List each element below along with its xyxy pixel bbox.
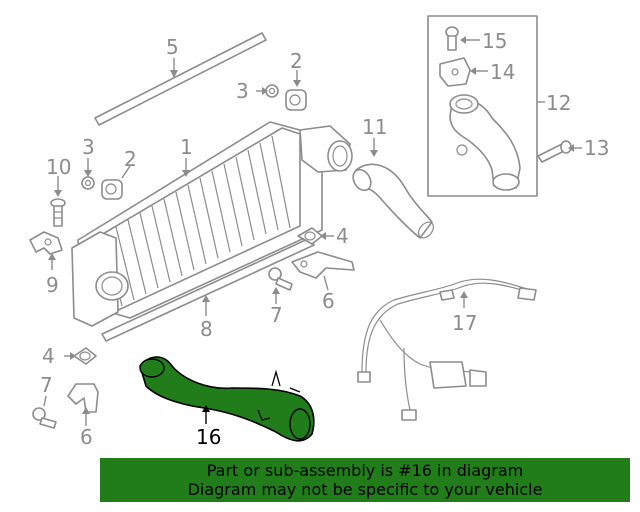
notice-banner: Part or sub-assembly is #16 in diagram D…	[100, 458, 630, 502]
part-8-seal-strip[interactable]	[101, 237, 315, 342]
part-7-bolt-lower[interactable]	[32, 407, 57, 429]
part-11-hose[interactable]	[350, 163, 437, 240]
callout-12: 12	[546, 91, 571, 115]
part-3-lower-isolator[interactable]	[81, 176, 95, 190]
notice-line-1: Part or sub-assembly is #16 in diagram	[206, 461, 524, 480]
part-17-wiring-harness[interactable]	[357, 278, 537, 421]
callout-6-lower: 6	[80, 425, 93, 449]
part-6-bracket-lower[interactable]	[67, 383, 99, 413]
callout-15: 15	[482, 29, 507, 53]
callout-labels: 5 3 2 1 3 2 10 9 8 11 4 6 7 15 14 12 13 …	[40, 29, 609, 449]
callout-3-lower: 3	[82, 135, 95, 159]
callout-10: 10	[46, 155, 71, 179]
callout-14: 14	[490, 60, 515, 84]
part-6-bracket-upper[interactable]	[291, 251, 355, 279]
callout-8: 8	[200, 317, 213, 341]
part-16-charge-air-pipe[interactable]	[139, 356, 315, 442]
part-10-bolt[interactable]	[50, 198, 66, 227]
part-15-bolt[interactable]	[445, 26, 459, 51]
callout-17: 17	[452, 311, 477, 335]
callout-7-lower: 7	[40, 373, 53, 397]
part-12-group[interactable]	[427, 15, 538, 197]
part-4-push-pin-lower[interactable]	[73, 347, 97, 365]
part-5-seal-strip[interactable]	[94, 32, 267, 126]
leader-lines	[43, 36, 582, 426]
callout-6-upper: 6	[322, 289, 335, 313]
notice-line-2: Diagram may not be specific to your vehi…	[187, 480, 543, 499]
callout-13: 13	[584, 136, 609, 160]
callout-7-upper: 7	[270, 303, 283, 327]
callout-3-upper: 3	[236, 79, 249, 103]
part-2-lower-mount[interactable]	[101, 179, 123, 200]
callout-5: 5	[166, 35, 179, 59]
part-9-bracket[interactable]	[29, 231, 63, 255]
part-1-intercooler[interactable]	[71, 121, 353, 327]
callout-4-upper: 4	[336, 224, 349, 248]
callout-11: 11	[362, 115, 387, 139]
callout-4-lower: 4	[42, 344, 55, 368]
callout-9: 9	[46, 273, 59, 297]
callout-16: 16	[196, 425, 221, 449]
part-14-bracket[interactable]	[439, 57, 471, 87]
part-13-bolt[interactable]	[537, 140, 572, 163]
callout-2-lower: 2	[124, 147, 137, 171]
callout-2-upper: 2	[290, 49, 303, 73]
callout-1: 1	[180, 135, 193, 159]
part-7-bolt-upper[interactable]	[268, 267, 293, 291]
part-2-upper-mount[interactable]	[285, 89, 307, 111]
